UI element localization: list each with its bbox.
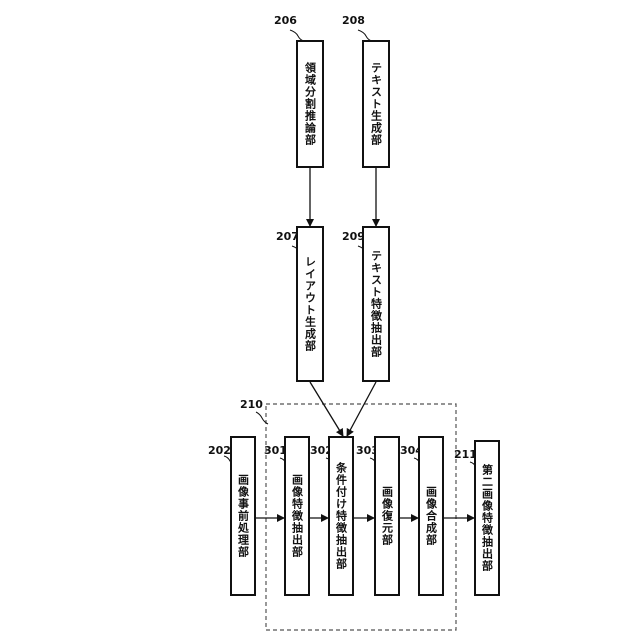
box-301-label: 画像特徴抽出部 [292,474,303,558]
box-202-label: 画像事前処理部 [238,474,249,558]
box-209: テキスト特徴抽出部 [362,226,390,382]
box-302: 条件付け特徴抽出部 [328,436,354,596]
box-301: 画像特徴抽出部 [284,436,310,596]
ref-206: 206 [274,14,297,27]
box-303: 画像復元部 [374,436,400,596]
box-208-label: テキスト生成部 [371,62,382,146]
box-207-label: レイアウト生成部 [305,256,316,352]
ref-208: 208 [342,14,365,27]
box-302-label: 条件付け特徴抽出部 [336,462,347,570]
ref-210: 210 [240,398,263,411]
box-206-label: 領域分割推論部 [305,62,316,146]
box-211: 第二画像特徴抽出部 [474,440,500,596]
box-208: テキスト生成部 [362,40,390,168]
ref-202: 202 [208,444,231,457]
arrow-209-to-302 [347,382,376,436]
box-304-label: 画像合成部 [426,486,437,546]
box-211-label: 第二画像特徴抽出部 [482,464,493,572]
box-209-label: テキスト特徴抽出部 [371,250,382,358]
box-207: レイアウト生成部 [296,226,324,382]
box-303-label: 画像復元部 [382,486,393,546]
arrow-207-to-302 [310,382,343,436]
box-202: 画像事前処理部 [230,436,256,596]
box-304: 画像合成部 [418,436,444,596]
box-206: 領域分割推論部 [296,40,324,168]
